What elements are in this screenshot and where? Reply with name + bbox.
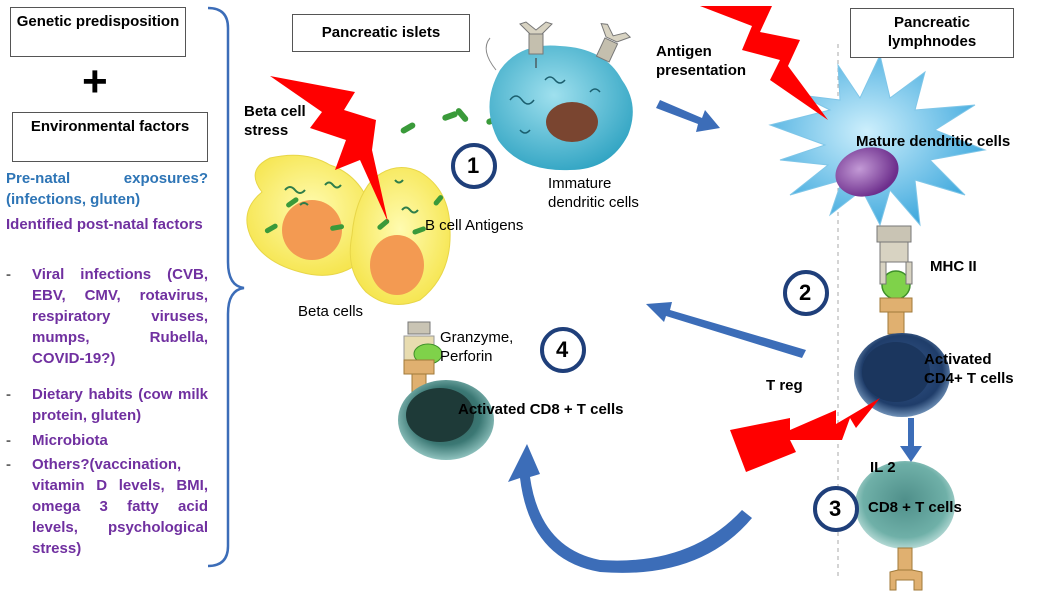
prenatal-exposures-text: Pre-natal exposures? (infections, gluten… xyxy=(6,170,208,208)
beta-cells-graphic xyxy=(246,154,451,305)
bullet-2: - xyxy=(6,386,11,403)
mhc-ii-complex xyxy=(876,225,913,335)
step-1-ring xyxy=(451,143,497,189)
bullet-3: - xyxy=(6,432,11,449)
step-3-ring xyxy=(813,486,859,532)
b-cell-antigens-label: B cell Antigens xyxy=(425,217,524,234)
beta-cells-label: Beta cells xyxy=(298,303,364,320)
immature-dendritic-cell xyxy=(485,21,633,171)
left-bracket xyxy=(207,6,245,568)
genetic-predisposition-box: Genetic predisposition xyxy=(10,7,186,57)
step-2-ring xyxy=(783,270,829,316)
factor-microbiota: Microbiota xyxy=(32,432,108,449)
postnatal-factors-title: Identified post-natal factors xyxy=(6,216,203,233)
environmental-factors-box: Environmental factors xyxy=(12,112,208,162)
step-4-ring xyxy=(540,327,586,373)
granzyme-perforin-label: Granzyme, Perforin xyxy=(440,329,514,365)
plus-sign: + xyxy=(82,57,108,106)
step-3-number: 3 xyxy=(829,496,842,521)
activated-cd8-label: Activated CD8 + T cells xyxy=(458,401,624,418)
lightning-treg xyxy=(730,398,880,472)
lightning-beta-stress xyxy=(270,76,388,222)
immature-dendritic-cells-label: Immature dendritic cells xyxy=(548,175,639,211)
bullet-1: - xyxy=(6,266,11,283)
factor-dietary-habits: Dietary habits (cow milk protein, gluten… xyxy=(32,386,208,424)
factor-viral-infections: Viral infections (CVB, EBV, CMV, rotavir… xyxy=(32,266,208,367)
step-circles xyxy=(451,143,859,532)
mature-dendritic-cell xyxy=(768,53,987,227)
pancreatic-islets-label: Pancreatic islets xyxy=(321,24,441,41)
cd8-tcells-label: CD8 + T cells xyxy=(868,499,962,516)
activated-cd4-tcell xyxy=(854,333,950,417)
step-1-number: 1 xyxy=(467,153,480,178)
activated-cd4-label: Activated CD4+ T cells xyxy=(924,351,1014,387)
genetic-predisposition-label: Genetic predisposition xyxy=(16,13,180,30)
factor-others: Others?(vaccination, vitamin D levels, B… xyxy=(32,456,208,557)
treg-label: T reg xyxy=(766,377,803,394)
mhc-ii-label: MHC II xyxy=(930,258,977,275)
antigen-presentation-label: Antigen presentation xyxy=(656,43,747,79)
pancreatic-islets-header: Pancreatic islets xyxy=(292,14,470,52)
step-2-number: 2 xyxy=(799,280,812,305)
lightning-bolts xyxy=(270,6,880,472)
bullet-4: - xyxy=(6,456,11,473)
mature-dendritic-cells-label: Mature dendritic cells xyxy=(856,133,1011,150)
environmental-factors-label: Environmental factors xyxy=(30,118,190,135)
flow-arrows xyxy=(508,100,922,573)
il2-label: IL 2 xyxy=(870,459,896,476)
pancreatic-lymphnodes-header: Pancreatic lymphnodes xyxy=(850,8,1014,58)
lightning-antigen xyxy=(700,6,828,120)
step-4-number: 4 xyxy=(556,337,569,362)
activated-cd8-tcell xyxy=(398,321,494,460)
beta-cell-stress-label: Beta cell stress xyxy=(244,103,306,139)
cd8-tcell xyxy=(855,461,955,591)
pancreatic-lymphnodes-label: Pancreatic lymphnodes xyxy=(887,14,977,50)
